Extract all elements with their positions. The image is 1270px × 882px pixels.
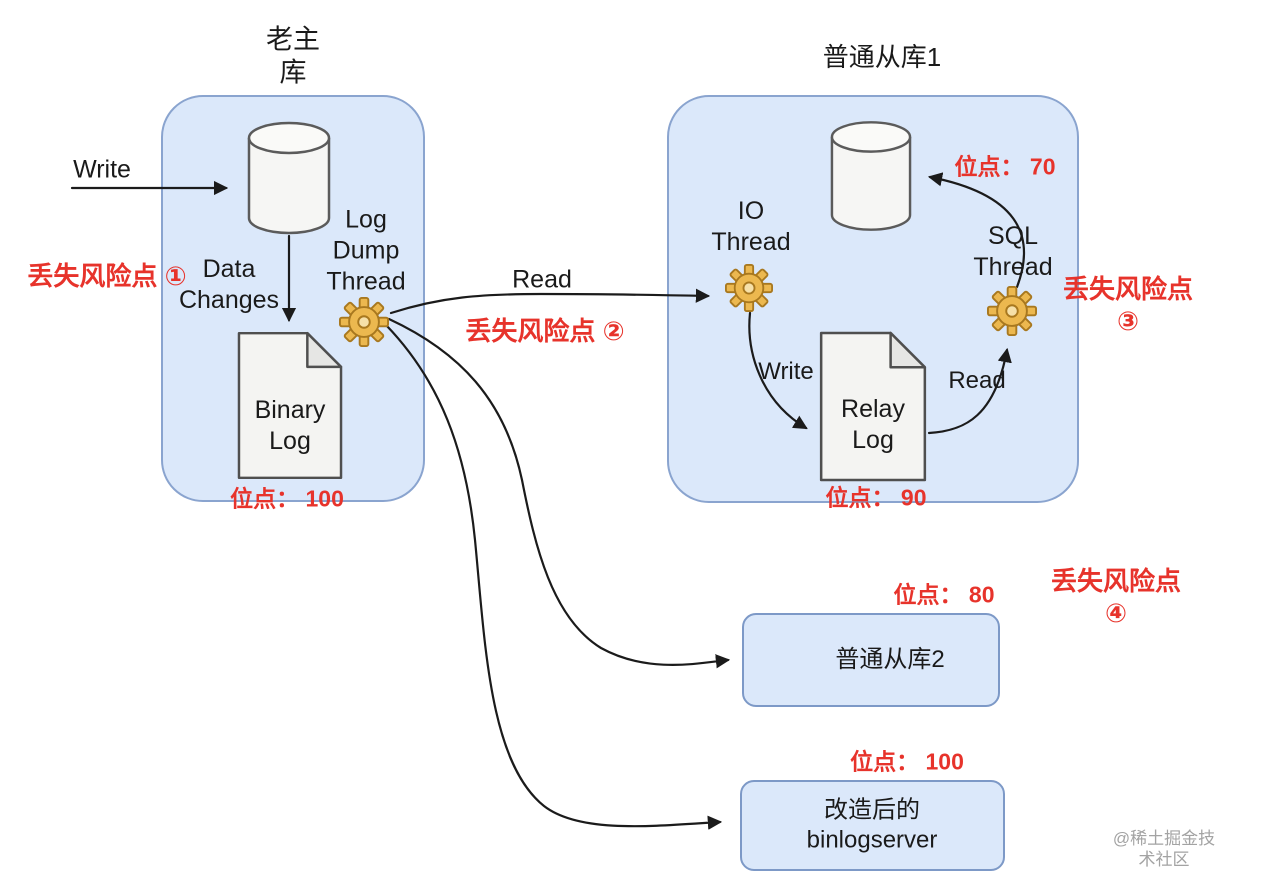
slave1-title: 普通从库1 [822,41,942,72]
relay-position-label: 位点： 90 [825,484,927,511]
relay-log-label: Relay Log [841,395,905,454]
risk-point-4-label: 丢失风险点 ④ [1050,565,1181,628]
binlogserver-title: 改造后的 binlogserver [806,796,938,853]
sql-apply-edge [927,172,1026,289]
read-edge-label: Read [512,265,572,294]
master-position-label: 位点： 100 [230,485,344,512]
master-title: 老主 库 [266,24,320,88]
binlogserver-box [740,780,1005,871]
read-edge-master-to-io [389,288,711,315]
io-write-edge [748,311,808,430]
sql-thread-gear-icon [987,286,1037,336]
relay-read-edge [927,347,1012,435]
risk-point-2-label: 丢失风险点 ② [465,315,625,346]
master-database-cylinder-icon [247,121,331,235]
risk-point-1-label: 丢失风险点 ① [27,260,187,291]
binary-log-label: Binary Log [254,396,326,455]
slave2-position-label: 位点： 80 [893,581,995,608]
read-label-slave1: Read [948,367,1006,395]
slave2-title: 普通从库2 [835,646,945,674]
log-dump-thread-label: Log Dump Thread [326,205,406,296]
edge-to-binlogserver [384,323,723,830]
data-changes-label: Data Changes [178,255,280,314]
slave1-db-position-label: 位点： 70 [954,153,1056,180]
log-dump-gear-icon [339,297,389,347]
slave2-box [742,613,1000,707]
binlogserver-position-label: 位点： 100 [850,748,964,775]
slave1-database-cylinder-icon [830,119,912,233]
watermark: @稀土掘金技术社区 [1112,828,1216,869]
io-thread-gear-icon [725,264,773,312]
write-label-master: Write [73,155,131,184]
write-label-slave1: Write [758,358,814,386]
sql-thread-label: SQL Thread [973,222,1053,281]
risk-point-3-label: 丢失风险点 ③ [1062,273,1193,336]
io-thread-label: IO Thread [711,197,791,256]
edge-to-slave2 [387,317,731,669]
